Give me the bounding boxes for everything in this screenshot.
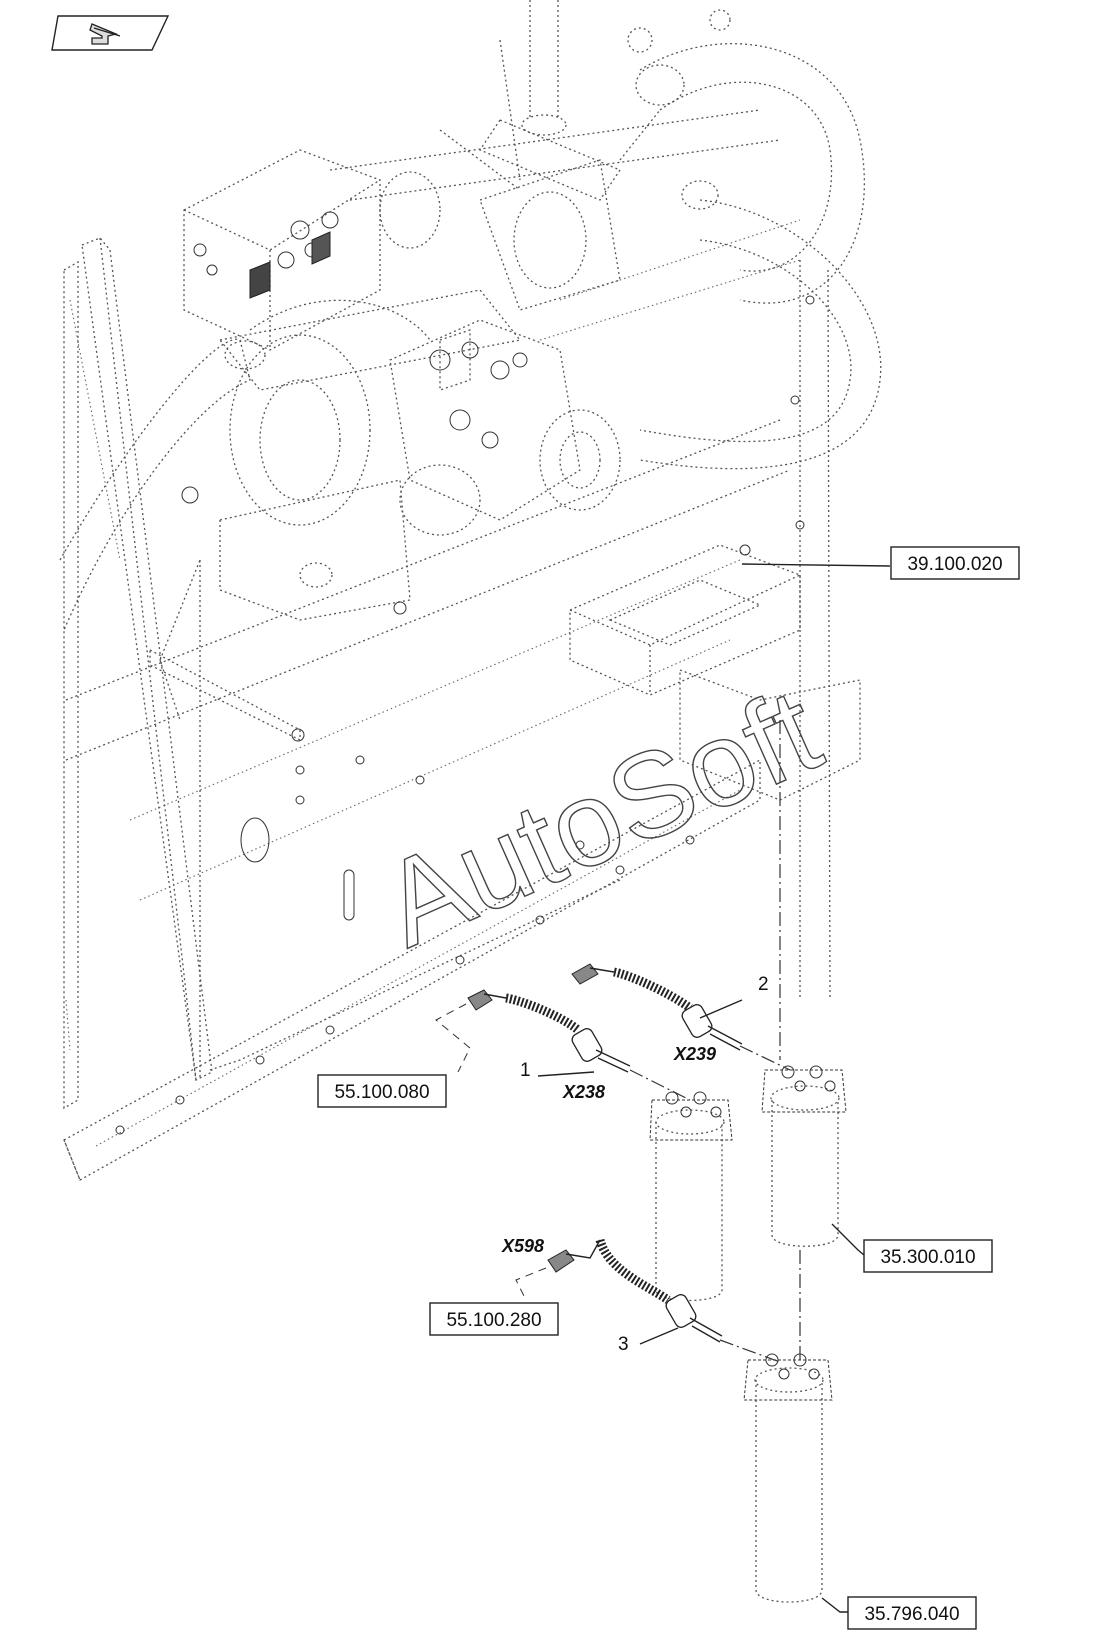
- machine-frame: [59, 0, 882, 1181]
- svg-text:55.100.080: 55.100.080: [334, 1082, 429, 1103]
- leader-lines: [537, 563, 891, 1613]
- svg-text:39.100.020: 39.100.020: [907, 554, 1002, 575]
- filter-canister-2: [761, 1065, 847, 1247]
- svg-text:55.100.280: 55.100.280: [446, 1310, 541, 1331]
- callout-1: 1: [520, 1060, 531, 1081]
- temperature-sensor-3: [547, 1238, 723, 1343]
- back-button[interactable]: [51, 15, 170, 51]
- ref-box-39-100-020[interactable]: 39.100.020: [890, 546, 1020, 580]
- assembly-centerlines: [629, 720, 801, 1363]
- svg-text:35.796.040: 35.796.040: [864, 1604, 959, 1625]
- ref-box-55-100-280[interactable]: 55.100.280: [429, 1302, 559, 1336]
- return-arrow-icon: [89, 23, 121, 45]
- connector-label-x238: X238: [562, 1082, 605, 1102]
- connector-label-x239: X239: [673, 1044, 716, 1064]
- filter-canister-1: [649, 1091, 733, 1302]
- callout-3: 3: [618, 1334, 629, 1355]
- filter-canister-3: [743, 1353, 833, 1603]
- watermark-text: AutoSoft: [363, 663, 838, 973]
- ref-box-35-796-040[interactable]: 35.796.040: [847, 1596, 977, 1630]
- temperature-sensor-1: [467, 989, 631, 1073]
- svg-text:35.300.010: 35.300.010: [880, 1247, 975, 1268]
- callout-2: 2: [758, 974, 769, 995]
- ref-box-35-300-010[interactable]: 35.300.010: [863, 1239, 993, 1273]
- temperature-sensor-2: [571, 963, 743, 1051]
- connector-label-x598: X598: [501, 1236, 544, 1256]
- ref-box-55-100-080[interactable]: 55.100.080: [317, 1074, 447, 1108]
